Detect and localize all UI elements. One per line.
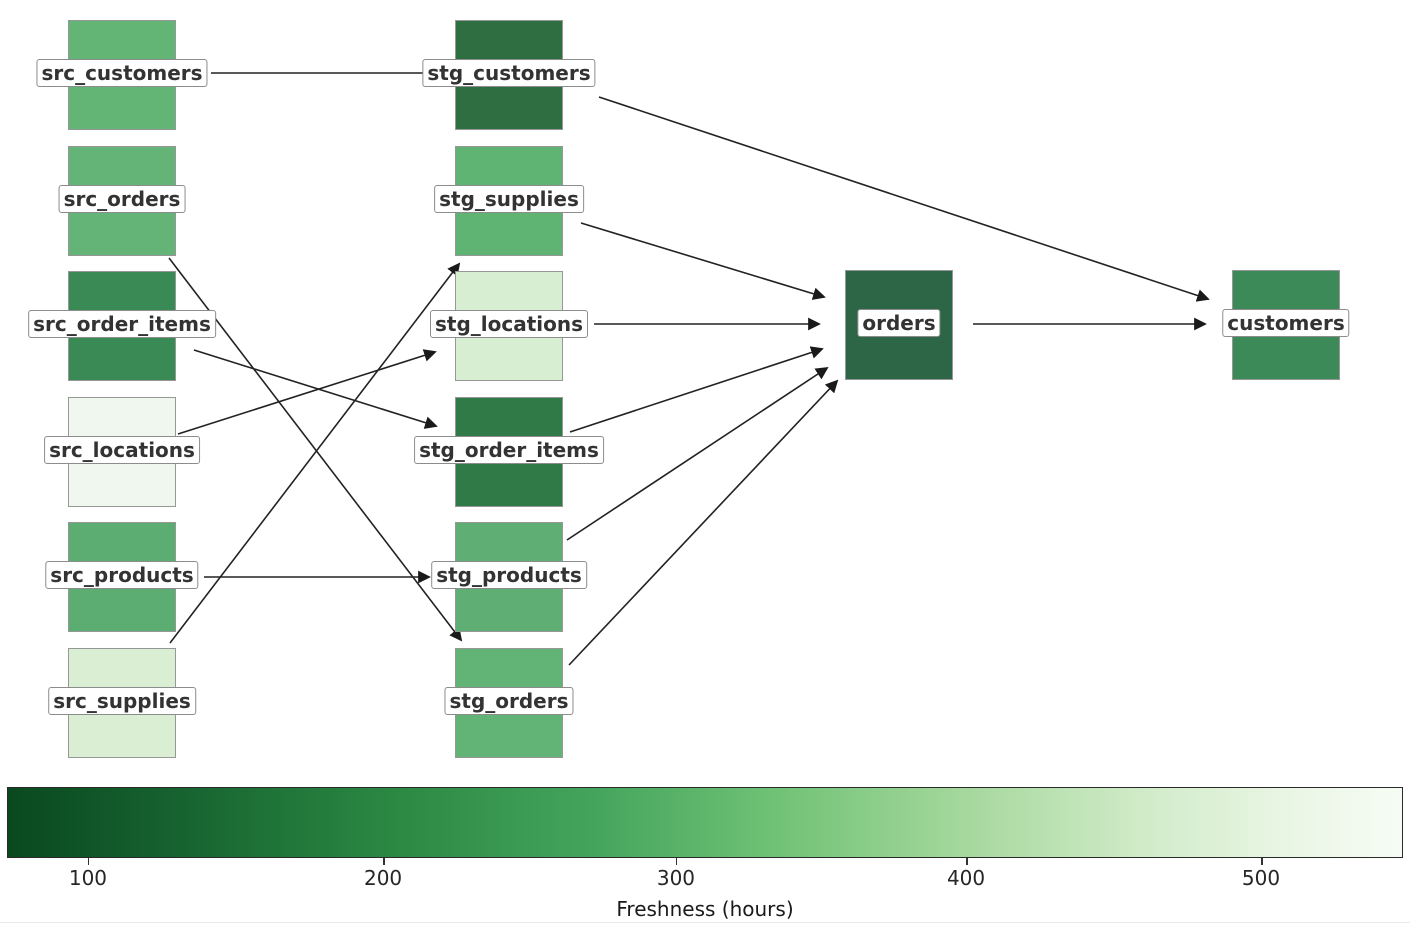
edge-src_supplies-to-stg_supplies — [169, 262, 461, 644]
colorbar-tick-200 — [383, 858, 385, 865]
colorbar-tick-label-200: 200 — [363, 866, 403, 890]
colorbar-tick-label-300: 300 — [656, 866, 696, 890]
colorbar-gradient — [7, 787, 1403, 858]
node-label-stg_products: stg_products — [431, 561, 587, 589]
edge-stg_supplies-to-orders — [580, 222, 826, 300]
colorbar-tick-label-500: 500 — [1241, 866, 1281, 890]
node-label-stg_locations: stg_locations — [429, 310, 589, 338]
node-label-src_supplies: src_supplies — [48, 687, 196, 715]
edge-stg_order_items-to-orders — [569, 346, 824, 433]
edge-src_locations-to-stg_locations — [177, 349, 437, 435]
edge-stg_products-to-orders — [566, 366, 829, 541]
node-label-src_orders: src_orders — [58, 185, 186, 213]
edge-stg_customers-to-customers — [598, 96, 1210, 302]
node-label-src_locations: src_locations — [44, 436, 200, 464]
node-label-customers: customers — [1222, 309, 1350, 337]
colorbar-axis-label: Freshness (hours) — [616, 897, 794, 921]
node-label-stg_customers: stg_customers — [422, 59, 596, 87]
node-label-stg_orders: stg_orders — [444, 687, 574, 715]
colorbar-tick-300 — [675, 858, 678, 865]
node-label-stg_order_items: stg_order_items — [414, 436, 604, 464]
figure-bottom-border — [0, 922, 1410, 923]
edge-stg_orders-to-orders — [568, 379, 839, 666]
colorbar-tick-500 — [1261, 858, 1263, 865]
colorbar-tick-label-100: 100 — [68, 866, 108, 890]
node-label-src_products: src_products — [45, 561, 199, 589]
colorbar-tick-label-400: 400 — [946, 866, 986, 890]
node-label-orders: orders — [857, 309, 941, 337]
node-label-src_order_items: src_order_items — [28, 310, 216, 338]
node-label-src_customers: src_customers — [36, 59, 208, 87]
colorbar-tick-400 — [966, 858, 968, 865]
colorbar-tick-100 — [87, 858, 90, 865]
edge-src_order_items-to-stg_order_items — [193, 349, 438, 429]
node-label-stg_supplies: stg_supplies — [434, 185, 584, 213]
